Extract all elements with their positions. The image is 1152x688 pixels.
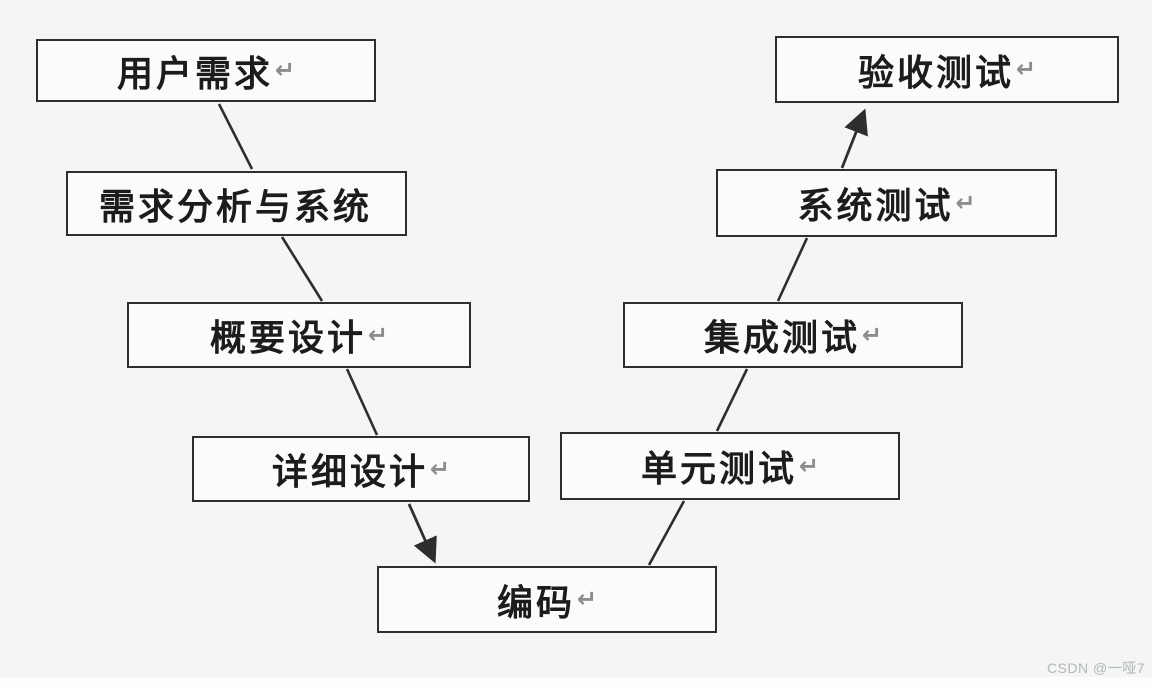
csdn-watermark: CSDN @一哑7 [1046, 660, 1145, 676]
flow-box-label: 用户需求 [116, 52, 273, 94]
flow-box-acceptance-test: 验收测试↵ [775, 36, 1119, 103]
paragraph-return-icon: ↵ [576, 586, 598, 613]
connector-system-to-acceptance-arrow [840, 108, 868, 169]
flow-box-high-level-design: 概要设计↵ [127, 302, 471, 368]
flow-box-integration-test: 集成测试↵ [623, 302, 963, 368]
flow-box-label: 单元测试 [640, 448, 797, 489]
flow-box-requirements-analysis: 需求分析与系统 [66, 171, 407, 236]
connector-user-to-analysis [217, 103, 254, 170]
flow-box-label: 详细设计 [271, 451, 428, 492]
flow-box-user-requirements: 用户需求↵ [36, 39, 376, 102]
connector-dld-to-coding-arrow [407, 503, 437, 564]
flow-box-label: 概要设计 [209, 317, 366, 358]
flow-box-label: 需求分析与系统 [98, 185, 372, 227]
paragraph-return-icon: ↵ [861, 321, 883, 349]
paragraph-return-icon: ↵ [367, 321, 389, 349]
connector-analysis-to-hld [280, 236, 324, 302]
flow-box-unit-test: 单元测试↵ [560, 432, 900, 500]
connector-unit-to-integration [715, 368, 749, 432]
flow-box-label: 编码 [496, 581, 575, 623]
flow-box-label: 验收测试 [857, 51, 1014, 93]
paragraph-return-icon: ↵ [798, 452, 820, 480]
flow-box-label: 系统测试 [797, 185, 954, 226]
flow-box-label: 集成测试 [703, 317, 860, 358]
paragraph-return-icon: ↵ [955, 189, 976, 217]
connector-hld-to-dld [345, 368, 379, 436]
paragraph-return-icon: ↵ [1015, 56, 1037, 83]
paragraph-return-icon: ↵ [274, 57, 296, 84]
flow-box-system-test: 系统测试↵ [716, 169, 1057, 237]
flow-box-coding: 编码↵ [377, 566, 717, 633]
bottom-strip [0, 677, 1152, 688]
flow-box-detailed-design: 详细设计↵ [192, 436, 530, 502]
paragraph-return-icon: ↵ [429, 455, 451, 483]
connector-coding-to-unit [647, 500, 686, 566]
connector-integration-to-system [776, 237, 809, 302]
